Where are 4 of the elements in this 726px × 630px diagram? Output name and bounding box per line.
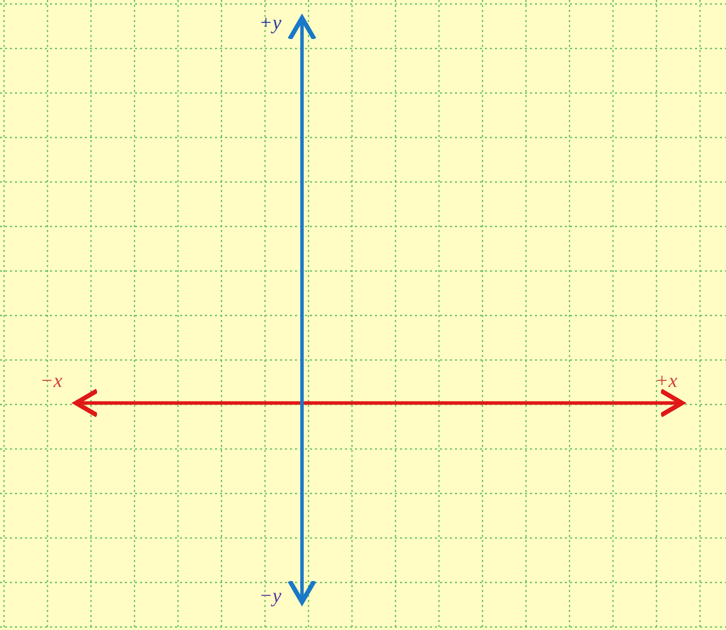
axis-label: −x	[40, 370, 62, 393]
axis-label: −y	[259, 585, 282, 608]
axis-label: +x	[655, 370, 678, 393]
axis-label: +y	[259, 12, 282, 35]
